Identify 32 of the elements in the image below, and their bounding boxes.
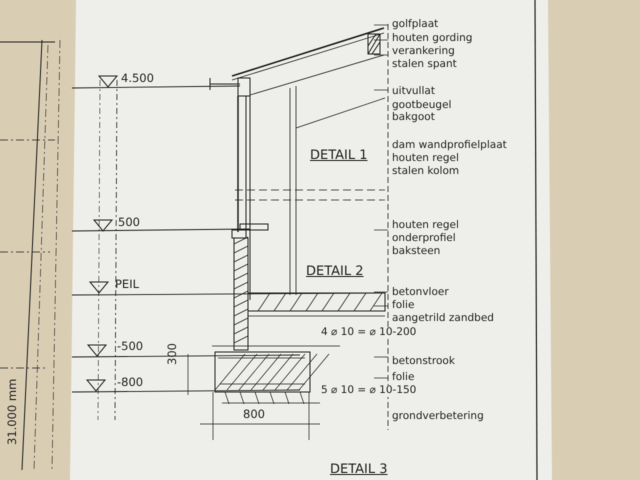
part-annotation: onderprofiel: [392, 233, 456, 245]
part-annotation: houten regel: [392, 220, 459, 232]
part-annotation: uitvullat: [392, 86, 435, 98]
dimension-text: 800: [243, 408, 265, 421]
dimension-text: PEIL: [115, 278, 139, 291]
part-annotation: 5 ⌀ 10 = ⌀ 10-150: [320, 385, 418, 397]
dimension-text: 300: [166, 343, 179, 365]
detail-heading: DETAIL 3: [330, 463, 388, 478]
part-annotation: houten regel: [392, 153, 459, 165]
part-annotation: stalen kolom: [392, 166, 460, 178]
dimension-text: -500: [117, 340, 144, 353]
part-annotation: baksteen: [392, 246, 440, 258]
part-annotation: folie: [392, 300, 414, 312]
detail-heading: DETAIL 2: [306, 265, 364, 280]
part-annotation: golfplaat: [392, 19, 438, 31]
part-annotation: verankering: [392, 46, 455, 58]
part-annotation: gootbeugel: [392, 100, 452, 112]
part-annotation: dam wandprofielplaat: [392, 140, 507, 152]
dimension-text: 500: [118, 216, 140, 229]
dimension-text: 4.500: [121, 72, 154, 85]
part-annotation: stalen spant: [392, 59, 457, 71]
part-annotation: folie: [392, 372, 414, 384]
part-annotation: betonvloer: [392, 287, 449, 299]
detail-heading: DETAIL 1: [310, 149, 368, 164]
dimension-text: 31.000 mm: [6, 378, 19, 445]
part-annotation: houten gording: [392, 33, 472, 45]
dimension-text: -800: [117, 376, 144, 389]
part-annotation: 4 ⌀ 10 = ⌀ 10-200: [320, 327, 418, 339]
part-annotation: grondverbetering: [392, 411, 484, 423]
part-annotation: aangetrild zandbed: [392, 313, 494, 325]
part-annotation: betonstrook: [392, 356, 455, 368]
part-annotation: bakgoot: [392, 112, 435, 124]
